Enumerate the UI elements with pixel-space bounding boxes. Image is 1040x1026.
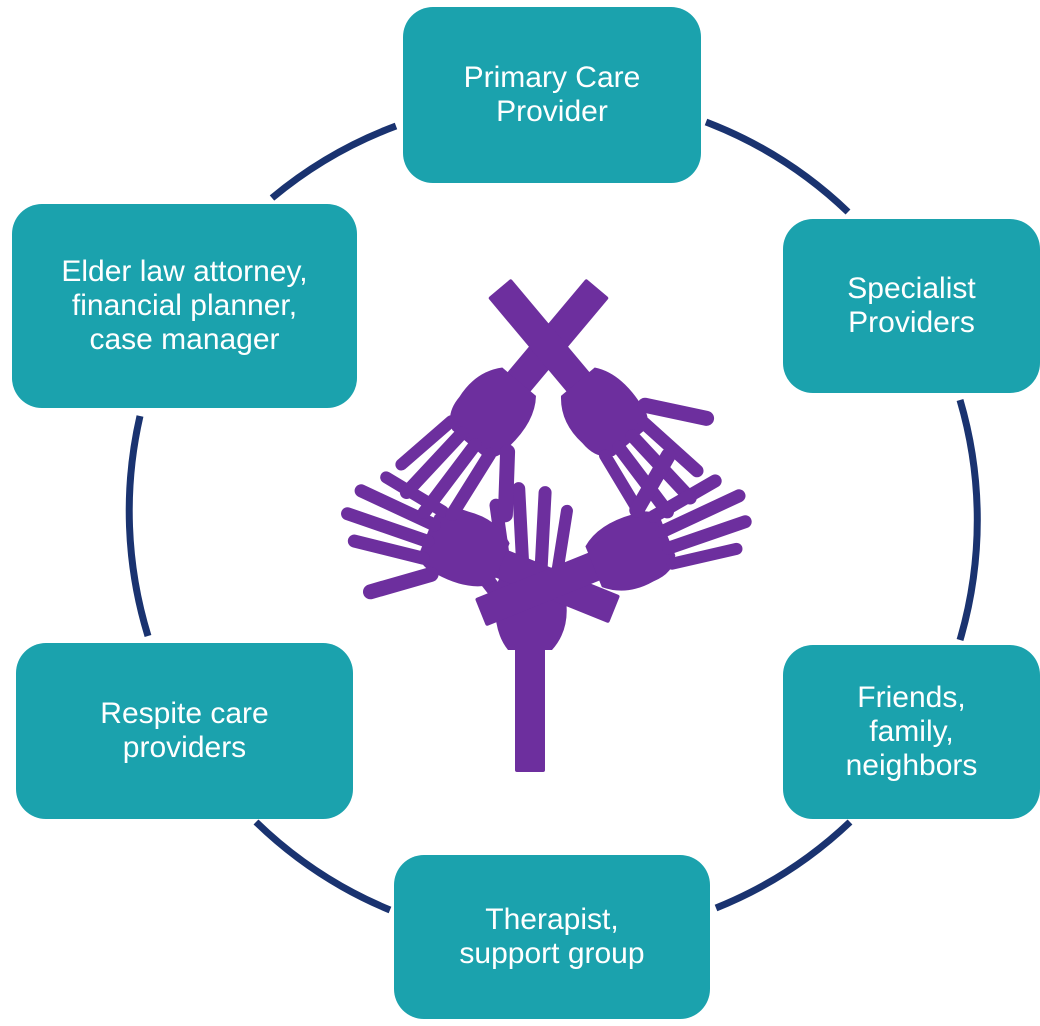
node-respite-care-providers: Respite care providers — [16, 643, 353, 819]
ring-arc-specialist-friends — [956, 399, 981, 641]
node-label: Friends, family, neighbors — [845, 681, 978, 782]
ring-arc-respite-elder — [125, 415, 152, 638]
node-label: Respite care providers — [100, 697, 269, 764]
node-specialist-providers: Specialist Providers — [783, 219, 1040, 393]
ring-arc-therapist-respite — [253, 819, 392, 914]
node-primary-care-provider: Primary Care Provider — [403, 7, 701, 183]
node-elder-law-attorney: Elder law attorney, financial planner, c… — [12, 204, 357, 408]
ring-arc-friends-therapist — [714, 819, 853, 912]
node-label: Primary Care Provider — [463, 61, 641, 128]
node-friends-family-neighbors: Friends, family, neighbors — [783, 645, 1040, 819]
node-label: Elder law attorney, financial planner, c… — [61, 255, 308, 356]
ring-arc-elder-primary — [269, 122, 398, 201]
node-label: Therapist, support group — [459, 903, 645, 970]
ring-arc-primary-specialist — [704, 118, 851, 215]
node-label: Specialist Providers — [847, 272, 976, 339]
node-therapist-support-group: Therapist, support group — [394, 855, 710, 1019]
